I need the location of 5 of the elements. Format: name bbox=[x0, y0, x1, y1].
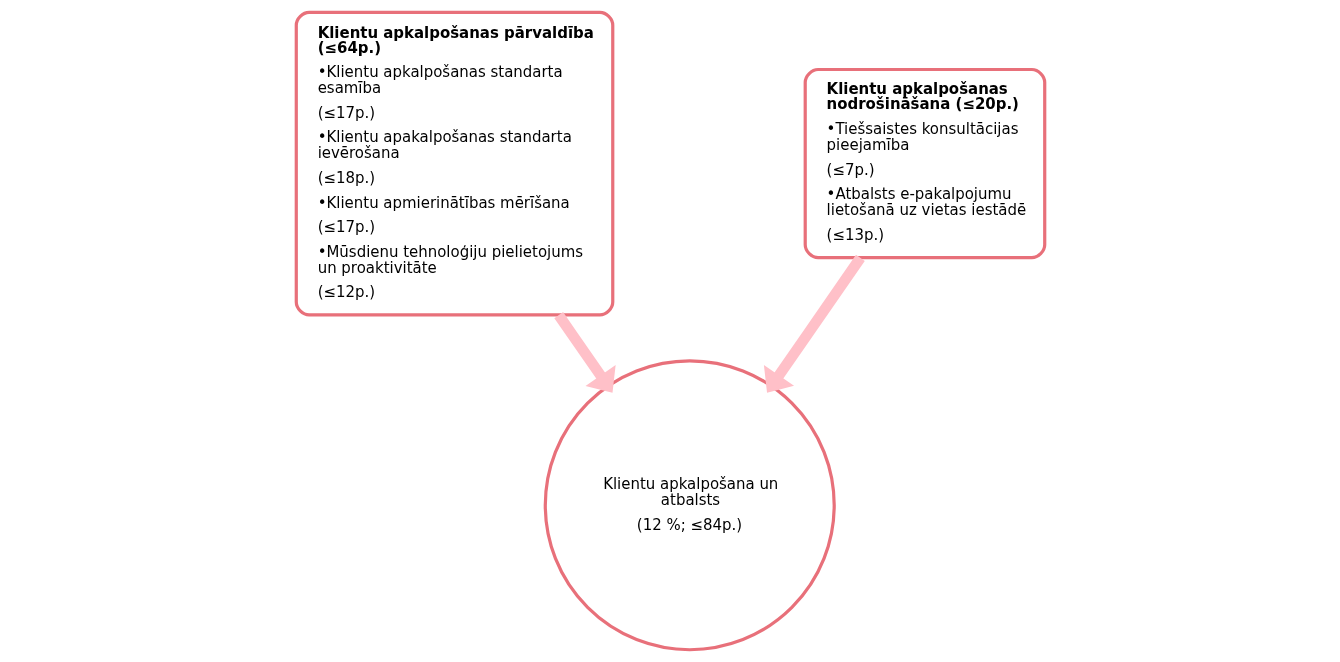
arrow bbox=[763, 254, 865, 393]
node-circle: Klientu apkalpošana un atbalsts (12 %; ≤84p.) bbox=[543, 359, 836, 652]
node-box: Klientu apkalpošanas nodrošināšana (≤20p.) •Tiešsaistes konsultācijas pieejamība (≤7p.) •Atbalsts e-pakalpojumu lietošanā uz vietas iestādē (≤13p.) bbox=[803, 67, 1046, 260]
node-box: Klientu apkalpošanas pārvaldība (≤64p.) •Klientu apkalpošanas standarta esamība (≤17p.) •Klientu apakalpošanas standarta ievērošana (≤18p.) •Klientu apmierinātības mērīšana (≤17p.) •Mūsdienu tehnoloģiju pielietojums un proaktivitāte (≤12p.) bbox=[294, 10, 614, 317]
arrow bbox=[553, 312, 616, 393]
